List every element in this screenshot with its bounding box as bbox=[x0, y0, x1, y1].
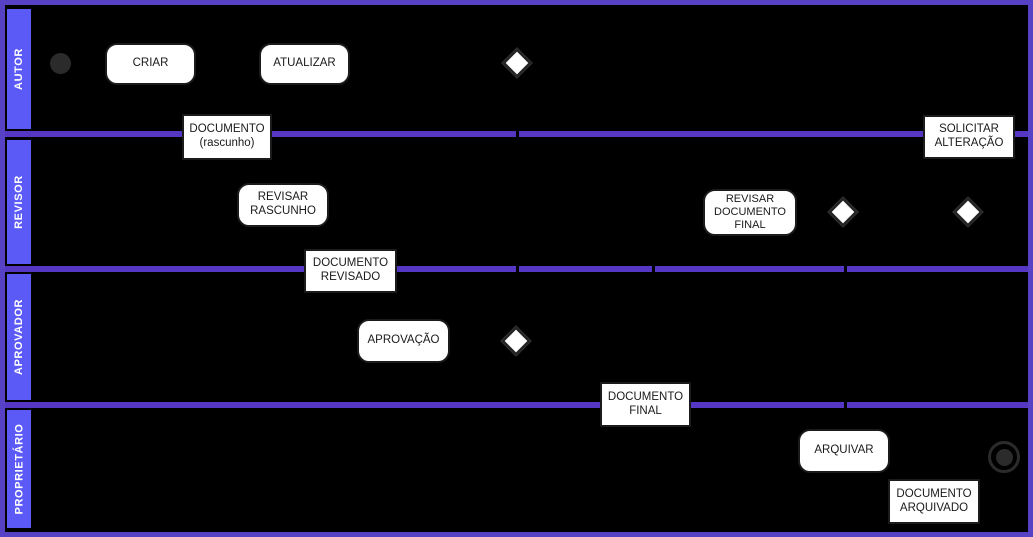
task-aprovacao: APROVAÇÃO bbox=[357, 319, 450, 363]
task-atualizar: ATUALIZAR bbox=[259, 43, 350, 85]
data-object-documento-arquivado: DOCUMENTO ARQUIVADO bbox=[888, 479, 980, 524]
data-object-solicitar-alteracao: SOLICITAR ALTERAÇÃO bbox=[923, 115, 1015, 159]
data-object-documento-rascunho: DOCUMENTO (rascunho) bbox=[182, 114, 272, 160]
flow-crossing-tick bbox=[516, 266, 519, 272]
lane-label-proprietario: PROPRIETÁRIO bbox=[7, 410, 31, 528]
lane-label-autor: AUTOR bbox=[7, 9, 31, 129]
end-event-circle bbox=[988, 441, 1020, 473]
lane-label-text: PROPRIETÁRIO bbox=[13, 423, 25, 515]
task-criar: CRIAR bbox=[105, 43, 196, 85]
start-event-circle bbox=[50, 53, 71, 74]
lane-label-text: REVISOR bbox=[13, 175, 25, 229]
end-event-inner-dot bbox=[995, 448, 1013, 466]
lane-label-aprovador: APROVADOR bbox=[7, 274, 31, 400]
lane-revisor bbox=[5, 137, 1028, 266]
flow-crossing-tick bbox=[652, 266, 655, 272]
lane-label-text: AUTOR bbox=[13, 48, 26, 90]
lane-label-revisor: REVISOR bbox=[7, 140, 31, 264]
task-revisar-rascunho: REVISAR RASCUNHO bbox=[237, 183, 329, 227]
flow-crossing-tick bbox=[844, 266, 847, 272]
task-arquivar: ARQUIVAR bbox=[798, 429, 890, 473]
data-object-documento-revisado: DOCUMENTO REVISADO bbox=[304, 249, 397, 293]
data-object-documento-final: DOCUMENTO FINAL bbox=[600, 382, 691, 427]
lane-divider-3 bbox=[0, 402, 1033, 408]
task-revisar-documento-final: REVISAR DOCUMENTO FINAL bbox=[703, 189, 797, 236]
flow-crossing-tick bbox=[844, 402, 847, 408]
flow-crossing-tick bbox=[516, 131, 519, 137]
lane-label-text: APROVADOR bbox=[13, 298, 25, 376]
